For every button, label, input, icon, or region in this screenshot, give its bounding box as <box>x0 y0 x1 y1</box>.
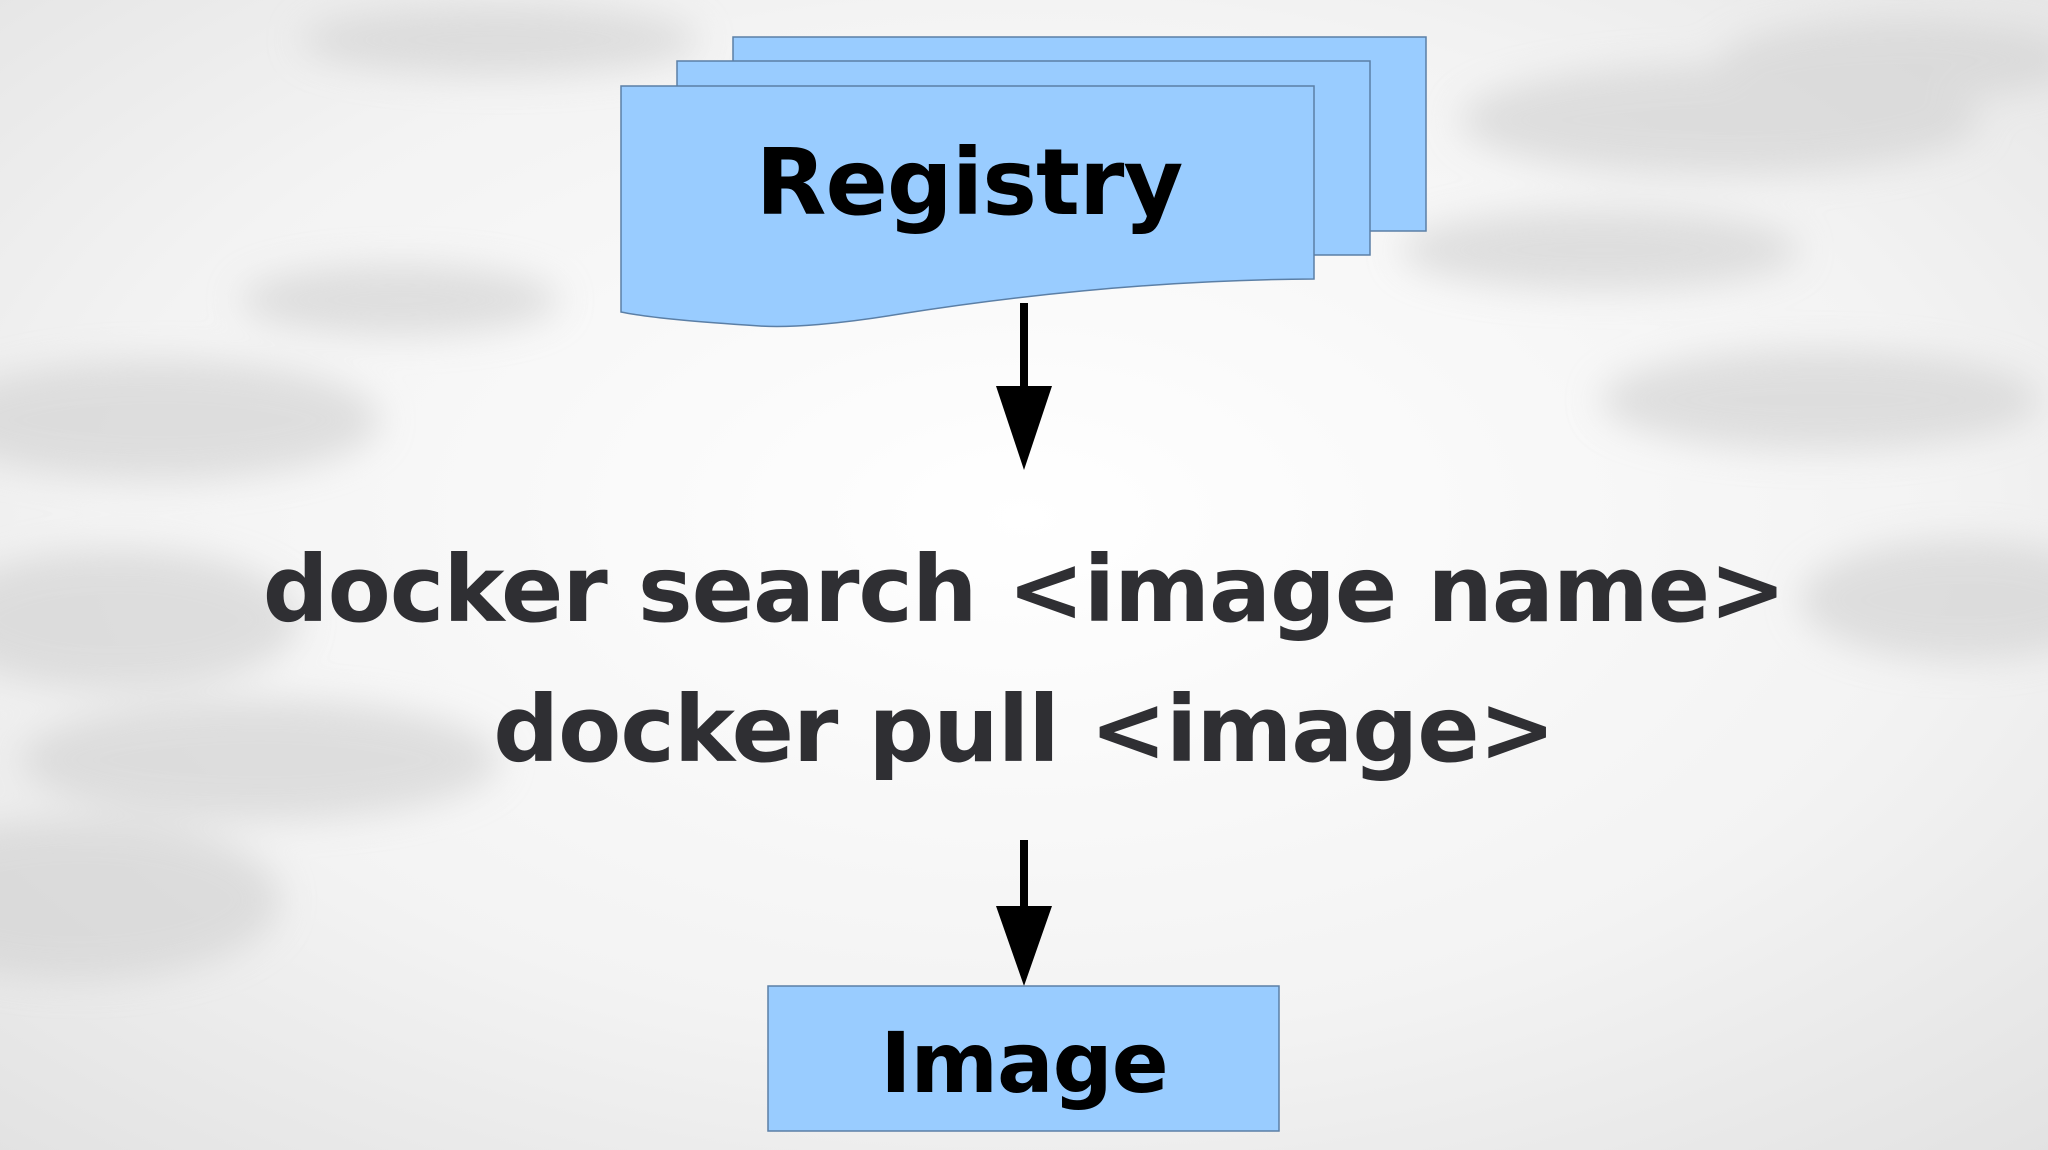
docker-search-command: docker search <image name> <box>262 536 1787 643</box>
registry-label: Registry <box>755 129 1184 236</box>
registry-node <box>620 36 1427 328</box>
arrow-commands-to-image <box>996 840 1052 986</box>
image-label: Image <box>880 1014 1169 1112</box>
arrow-registry-to-commands <box>996 303 1052 470</box>
registry-front-sheet <box>620 85 1315 328</box>
docker-pull-command: docker pull <image> <box>493 676 1555 783</box>
image-node <box>767 985 1280 1132</box>
